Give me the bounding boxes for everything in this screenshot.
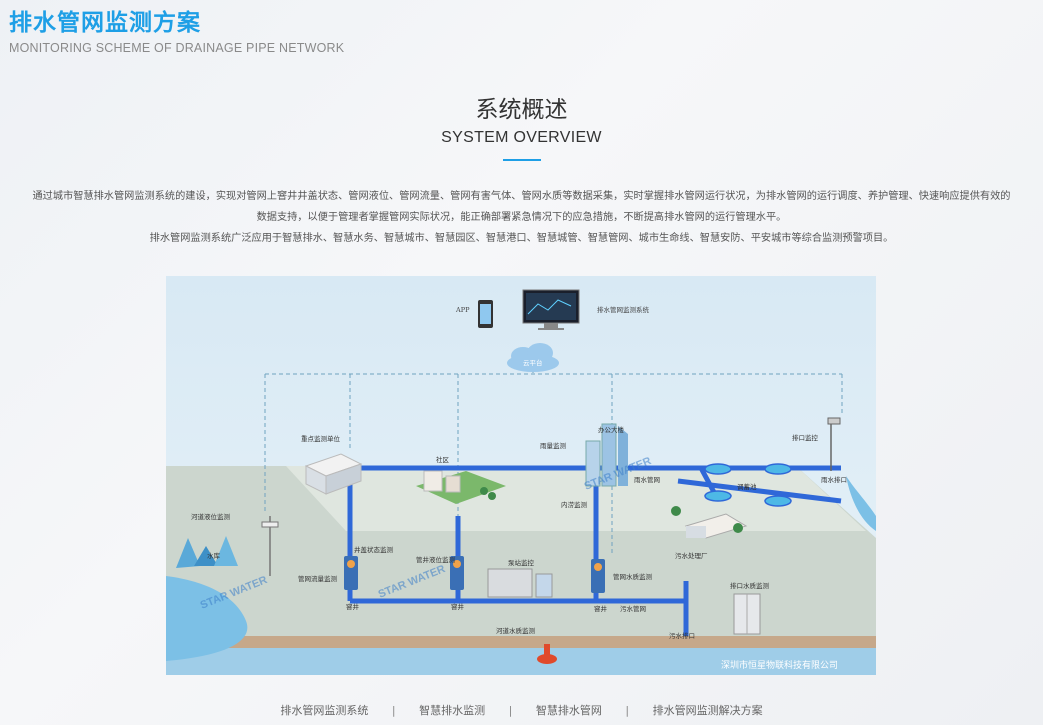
- monitor-icon: [522, 289, 580, 330]
- label-inner-flood: 内涝监测: [561, 500, 588, 509]
- intro-text: 通过城市智慧排水管网监测系统的建设，实现对管网上窨井井盖状态、管网液位、管网流量…: [6, 186, 1037, 249]
- water-quality-buoy: [537, 644, 557, 664]
- footer-link-1[interactable]: 排水管网监测系统: [280, 704, 369, 717]
- footer-separator: |: [391, 704, 396, 717]
- label-system: 排水管网监测系统: [597, 305, 650, 314]
- label-cloud: 云平台: [523, 358, 543, 367]
- label-river-level: 河道液位监测: [191, 512, 231, 521]
- quality-cabinet: [733, 593, 761, 635]
- label-pipe-level: 管井液位监测: [416, 555, 456, 564]
- intro-line-1: 通过城市智慧排水管网监测系统的建设，实现对管网上窨井井盖状态、管网液位、管网流量…: [32, 191, 1011, 202]
- section-underline: [502, 159, 541, 161]
- community-buildings: [416, 470, 506, 504]
- label-sewage-pipe: 污水管网: [620, 604, 646, 613]
- phone-icon: [478, 300, 493, 328]
- system-diagram: APP 排水管网监测系统 云平台 重点监测单位 社区 办: [166, 276, 876, 675]
- label-manhole-3: 窨井: [594, 604, 608, 613]
- label-manhole-2: 窨井: [451, 602, 465, 611]
- label-sewage-plant: 污水处理厂: [675, 551, 708, 560]
- sewage-plant: [671, 506, 748, 539]
- page-header: 排水管网监测方案 MONITORING SCHEME OF DRAINAGE P…: [9, 6, 344, 55]
- footer-link-4[interactable]: 排水管网监测解决方案: [652, 704, 763, 717]
- label-rain-outlet: 雨水排口: [821, 475, 847, 484]
- footer-nav: 排水管网监测系统 | 智慧排水监测 | 智慧排水管网 | 排水管网监测解决方案: [0, 702, 1043, 718]
- level-monitor-device: [450, 556, 464, 590]
- reservoir-mountains: [176, 536, 238, 568]
- label-sewage-outlet: 污水排口: [669, 631, 695, 640]
- label-office: 办公大楼: [598, 425, 625, 434]
- footer-separator: |: [508, 704, 513, 717]
- label-storage-pool: 调蓄池: [737, 482, 757, 491]
- footer-link-3[interactable]: 智慧排水管网: [535, 704, 602, 717]
- river-bottom: [166, 648, 876, 675]
- label-cover-monitor: 井盖状态监测: [354, 545, 394, 554]
- pump-station: [487, 568, 553, 598]
- office-tower: [585, 423, 628, 487]
- intro-line-2: 数据支持，以便于管理者掌握管网实际状况，能正确部署紧急情况下的应急措施，不断提高…: [256, 212, 787, 223]
- label-manhole-1: 窨井: [346, 602, 360, 611]
- label-outlet-monitor: 排口监控: [792, 433, 819, 442]
- footer-separator: |: [625, 704, 630, 717]
- footer-link-2[interactable]: 智慧排水监测: [419, 704, 486, 717]
- label-key-unit: 重点监测单位: [301, 434, 341, 443]
- label-outlet-quality: 排口水质监测: [730, 581, 770, 590]
- label-community: 社区: [436, 455, 450, 464]
- key-unit-building: [304, 453, 363, 495]
- cloud-icon: [507, 343, 559, 372]
- label-pipe-flow: 管网流量监测: [298, 574, 338, 583]
- label-rain-monitor: 雨量监测: [540, 441, 567, 450]
- left-river: [166, 576, 248, 661]
- company-name: 深圳市恒星物联科技有限公司: [721, 659, 838, 671]
- outlet-camera-pole: [827, 417, 841, 471]
- flow-monitor-device: [344, 556, 358, 590]
- label-reservoir: 水库: [207, 551, 221, 560]
- right-river: [846, 476, 876, 531]
- section-heading: 系统概述 SYSTEM OVERVIEW: [0, 94, 1043, 161]
- intro-line-3: 排水管网监测系统广泛应用于智慧排水、智慧水务、智慧城市、智慧园区、智慧港口、智慧…: [149, 233, 894, 244]
- soil-layer: [166, 636, 876, 648]
- label-pipe-quality: 管网水质监测: [613, 572, 653, 581]
- level-sensor-pole: [261, 516, 279, 576]
- label-app: APP: [455, 306, 470, 314]
- label-pump-monitor: 泵站监控: [508, 558, 535, 567]
- section-subtitle: SYSTEM OVERVIEW: [441, 129, 602, 146]
- page-title: 排水管网监测方案: [9, 10, 201, 36]
- quality-monitor-device: [591, 559, 605, 593]
- label-rain-pipe: 雨水管网: [634, 475, 660, 484]
- section-title: 系统概述: [475, 97, 568, 123]
- storage-tanks: [704, 463, 792, 507]
- label-river-quality: 河道水质监测: [496, 626, 536, 635]
- page-subtitle: MONITORING SCHEME OF DRAINAGE PIPE NETWO…: [9, 41, 345, 55]
